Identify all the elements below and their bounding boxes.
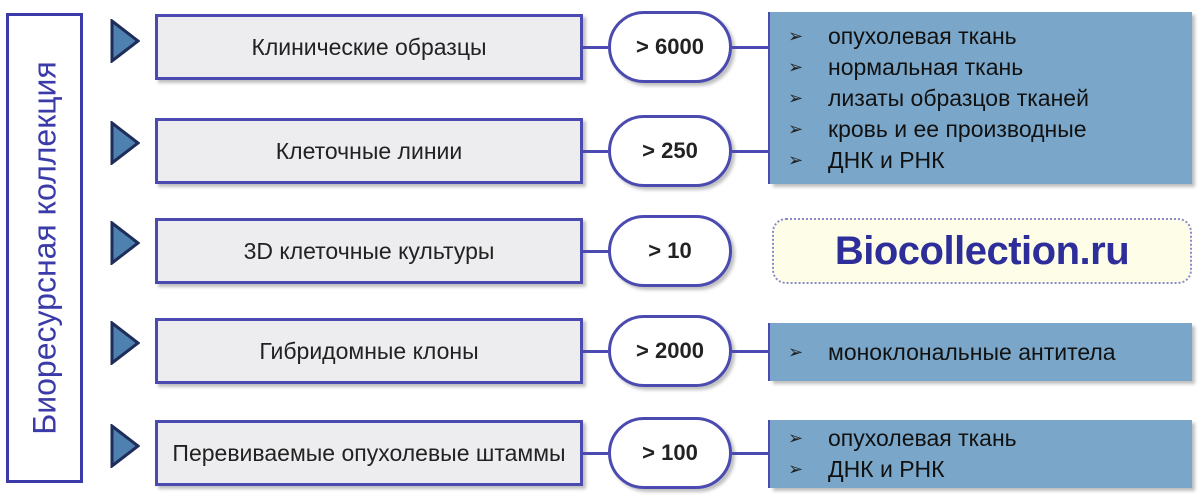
list-item-label: ДНК и РНК bbox=[828, 146, 945, 173]
list-item: ➢ опухолевая ткань bbox=[788, 423, 1182, 454]
connector-line bbox=[583, 46, 608, 49]
connector-line bbox=[583, 452, 608, 455]
list-item-label: моноклональные антитела bbox=[828, 338, 1116, 365]
arrow-right-icon bbox=[110, 424, 140, 468]
list-item: ➢ лизаты образцов тканей bbox=[788, 83, 1182, 114]
bullet-arrow-icon: ➢ bbox=[788, 459, 804, 479]
strain-materials-box: ➢ опухолевая ткань ➢ ДНК и РНК bbox=[770, 420, 1192, 488]
list-item-label: опухолевая ткань bbox=[828, 22, 1017, 49]
bullet-arrow-icon: ➢ bbox=[788, 87, 804, 108]
category-box: Клинические образцы bbox=[155, 14, 583, 80]
list-item-label: ДНК и РНК bbox=[828, 456, 945, 482]
count-pill: > 10 bbox=[608, 215, 732, 287]
list-item: ➢ ДНК и РНК bbox=[788, 454, 1182, 485]
count-pill: > 6000 bbox=[608, 11, 732, 83]
arrow-right-icon bbox=[110, 321, 140, 365]
bullet-arrow-icon: ➢ bbox=[788, 341, 804, 362]
collection-label-box: Биоресурсная коллекция bbox=[6, 13, 83, 483]
bracket-vertical bbox=[768, 420, 771, 488]
sample-types-list: ➢ опухолевая ткань ➢ нормальная ткань ➢ лиз… bbox=[788, 21, 1182, 176]
category-box: Клеточные линии bbox=[155, 118, 583, 184]
list-item-label: нормальная ткань bbox=[828, 53, 1024, 80]
strain-materials-list: ➢ опухолевая ткань ➢ ДНК и РНК bbox=[788, 423, 1182, 485]
count-pill: > 2000 bbox=[608, 315, 732, 387]
bracket-vertical bbox=[768, 12, 771, 184]
category-box: Гибридомные клоны bbox=[155, 318, 583, 384]
list-item: ➢ нормальная ткань bbox=[788, 52, 1182, 83]
bracket-line bbox=[732, 452, 772, 455]
website-link[interactable]: Biocollection.ru bbox=[772, 218, 1192, 284]
bracket-line bbox=[732, 350, 772, 353]
bracket-vertical bbox=[768, 323, 771, 381]
collection-label: Биоресурсная коллекция bbox=[26, 61, 62, 435]
connector-line bbox=[583, 350, 608, 353]
bullet-arrow-icon: ➢ bbox=[788, 428, 804, 448]
list-item-label: опухолевая ткань bbox=[828, 425, 1017, 451]
bracket-line bbox=[732, 150, 772, 153]
list-item: ➢ моноклональные антитела bbox=[788, 337, 1182, 368]
list-item-label: лизаты образцов тканей bbox=[828, 84, 1089, 111]
antibodies-list: ➢ моноклональные антитела bbox=[788, 337, 1182, 368]
list-item: ➢ кровь и ее производные bbox=[788, 114, 1182, 145]
bullet-arrow-icon: ➢ bbox=[788, 25, 804, 46]
antibodies-box: ➢ моноклональные антитела bbox=[770, 323, 1192, 381]
bullet-arrow-icon: ➢ bbox=[788, 118, 804, 139]
bullet-arrow-icon: ➢ bbox=[788, 149, 804, 170]
bracket-line bbox=[732, 46, 772, 49]
category-box: Перевиваемые опухолевые штаммы bbox=[155, 420, 583, 486]
category-box: 3D клеточные культуры bbox=[155, 218, 583, 284]
list-item-label: кровь и ее производные bbox=[828, 115, 1087, 142]
bullet-arrow-icon: ➢ bbox=[788, 56, 804, 77]
list-item: ➢ опухолевая ткань bbox=[788, 21, 1182, 52]
connector-line bbox=[583, 150, 608, 153]
arrow-right-icon bbox=[110, 121, 140, 165]
count-pill: > 250 bbox=[608, 115, 732, 187]
count-pill: > 100 bbox=[608, 417, 732, 489]
sample-types-box: ➢ опухолевая ткань ➢ нормальная ткань ➢ лиз… bbox=[770, 12, 1192, 184]
list-item: ➢ ДНК и РНК bbox=[788, 145, 1182, 176]
arrow-right-icon bbox=[110, 221, 140, 265]
connector-line bbox=[583, 250, 608, 253]
arrow-right-icon bbox=[110, 19, 140, 63]
